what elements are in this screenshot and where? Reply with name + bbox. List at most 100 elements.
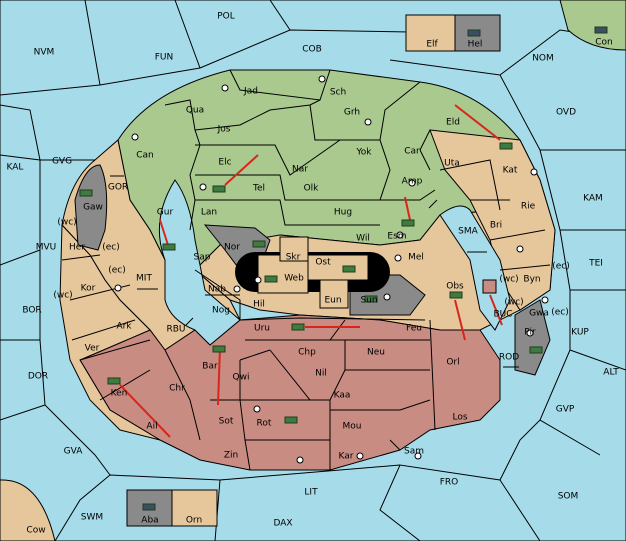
label-mit: MIT xyxy=(136,274,152,284)
label-chp: Chp xyxy=(298,348,316,358)
label-amp: Amp xyxy=(402,177,423,187)
label-coast-wc-her: (wc) xyxy=(57,218,76,228)
unit-boat xyxy=(467,29,481,37)
label-kat: Kat xyxy=(503,166,518,176)
label-sam: Sam xyxy=(404,447,424,457)
label-rot: Rot xyxy=(257,419,272,429)
label-coast-ec-kor: (ec) xyxy=(108,266,126,276)
label-chr: Chr xyxy=(169,384,185,394)
label-uru: Uru xyxy=(254,324,270,334)
label-qua: Qua xyxy=(186,106,204,116)
label-coast-ec-byn: (ec) xyxy=(552,262,570,272)
label-con: Con xyxy=(595,38,613,48)
unit-tank xyxy=(264,275,278,283)
unit-boat xyxy=(142,503,156,511)
label-gaw: Gaw xyxy=(83,203,103,213)
label-mel: Mel xyxy=(408,253,424,263)
label-lan: Lan xyxy=(201,208,217,218)
province-orn xyxy=(171,489,218,527)
label-elf: Elf xyxy=(426,40,438,50)
unit-tank xyxy=(364,295,378,303)
label-kam: KAM xyxy=(583,194,603,204)
label-sap: Sap xyxy=(194,253,211,263)
label-grh: Grh xyxy=(344,108,360,118)
label-bri: Bri xyxy=(490,221,502,231)
inner-sea xyxy=(158,179,241,346)
label-nab: Nab xyxy=(208,285,226,295)
label-obs: Obs xyxy=(446,282,464,292)
label-coast-wc-gwa: (wc) xyxy=(504,298,523,308)
label-coast-wc-byn: (wc) xyxy=(499,275,518,285)
label-nil: Nil xyxy=(315,369,327,379)
label-ovd: OVD xyxy=(556,108,576,118)
supply-centers xyxy=(114,75,549,464)
region-east xyxy=(429,129,556,311)
label-coast-ec-her: (ec) xyxy=(102,243,120,253)
label-nvm: NVM xyxy=(34,48,55,58)
order-arrows xyxy=(119,104,503,438)
label-swm: SWM xyxy=(81,513,103,523)
units xyxy=(79,26,608,511)
label-kal: KAL xyxy=(7,163,24,173)
label-kup: KUP xyxy=(571,328,589,338)
unit-tank xyxy=(107,377,121,385)
label-gwa: Gwa xyxy=(529,309,549,319)
unit-tank xyxy=(212,345,226,353)
label-gor: GOR xyxy=(108,183,128,193)
label-kar: Kar xyxy=(339,452,354,462)
label-mou: Mou xyxy=(343,422,362,432)
unit-tank xyxy=(342,265,356,273)
province-buc xyxy=(482,279,497,294)
label-nor: Nor xyxy=(224,243,240,253)
label-mvu: MVU xyxy=(36,243,57,253)
label-hug: Hug xyxy=(334,208,352,218)
label-neu: Neu xyxy=(367,348,385,358)
label-buc: BUC xyxy=(493,310,512,320)
province-elf xyxy=(405,14,456,52)
label-orn: Orn xyxy=(186,516,202,526)
label-ver: Ver xyxy=(85,344,100,354)
label-alt: ALT xyxy=(603,368,619,378)
label-pol: POL xyxy=(217,12,235,22)
unit-tank xyxy=(291,323,305,331)
label-bor: BOR xyxy=(22,306,41,316)
label-hel: Hel xyxy=(468,40,483,50)
label-coast-ec-gwa: (ec) xyxy=(551,308,569,318)
label-byn: Byn xyxy=(523,275,540,285)
label-gvp: GVP xyxy=(556,405,575,415)
label-nog: Nog xyxy=(212,306,230,316)
label-bar: Bar xyxy=(202,362,218,372)
label-lit: LIT xyxy=(304,488,318,498)
province-skr xyxy=(279,236,309,262)
label-sot: Sot xyxy=(219,417,234,427)
label-ken: Ken xyxy=(111,389,128,399)
unit-tank xyxy=(449,291,463,299)
label-dax: DAX xyxy=(273,519,292,529)
label-skr: Skr xyxy=(286,253,301,263)
label-gvg: GVG xyxy=(52,157,72,167)
unit-tank xyxy=(401,219,415,227)
label-web: Web xyxy=(284,274,304,284)
label-kaa: Kaa xyxy=(334,391,351,401)
label-rod: ROD xyxy=(499,353,519,363)
label-qwi: Qwi xyxy=(233,373,250,383)
label-ark: Ark xyxy=(116,322,132,332)
label-olk: Olk xyxy=(304,184,320,194)
label-car: Car xyxy=(404,147,420,157)
label-pir: Pir xyxy=(524,328,536,338)
label-rbu: RBU xyxy=(166,325,185,335)
label-hil: Hil xyxy=(253,300,265,310)
unit-tank xyxy=(284,416,298,424)
unit-tank xyxy=(212,185,226,193)
label-gva: GVA xyxy=(64,447,84,457)
label-los: Los xyxy=(452,413,467,423)
label-fro: FRO xyxy=(440,478,459,488)
label-jad: Jad xyxy=(243,87,258,97)
label-som: SOM xyxy=(558,492,579,502)
label-eld: Eld xyxy=(446,118,460,128)
province-eun xyxy=(319,279,349,309)
label-cow: Cow xyxy=(26,526,45,536)
unit-tank xyxy=(79,189,93,197)
